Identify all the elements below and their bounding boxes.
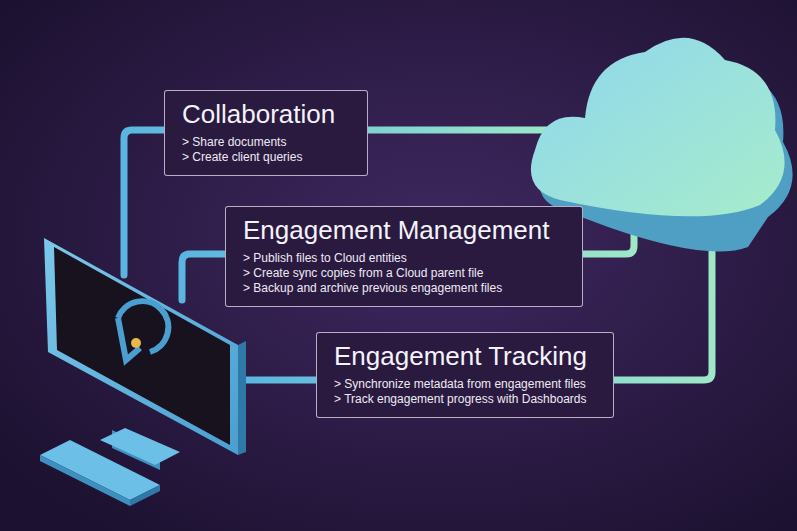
bullet-item: > Create sync copies from a Cloud parent… bbox=[243, 266, 568, 281]
engagement-tracking-box: Engagement Tracking > Synchronize metadat… bbox=[316, 332, 614, 418]
bullet-item: > Track engagement progress with Dashboa… bbox=[334, 392, 599, 407]
box-heading: Collaboration bbox=[182, 99, 353, 129]
bullet-item: > Backup and archive previous engagement… bbox=[243, 281, 568, 296]
bullet-item: > Share documents bbox=[182, 135, 353, 150]
bullet-item: > Publish files to Cloud entities bbox=[243, 251, 568, 266]
bullet-item: > Synchronize metadata from engagement f… bbox=[334, 377, 599, 392]
box-heading: Engagement Management bbox=[243, 215, 568, 245]
bullet-item: > Create client queries bbox=[182, 150, 353, 165]
box-heading: Engagement Tracking bbox=[334, 341, 599, 371]
collaboration-box: Collaboration > Share documents> Create c… bbox=[164, 90, 368, 176]
computer-icon bbox=[40, 238, 246, 506]
engagement-management-box: Engagement Management > Publish files to … bbox=[225, 206, 583, 307]
